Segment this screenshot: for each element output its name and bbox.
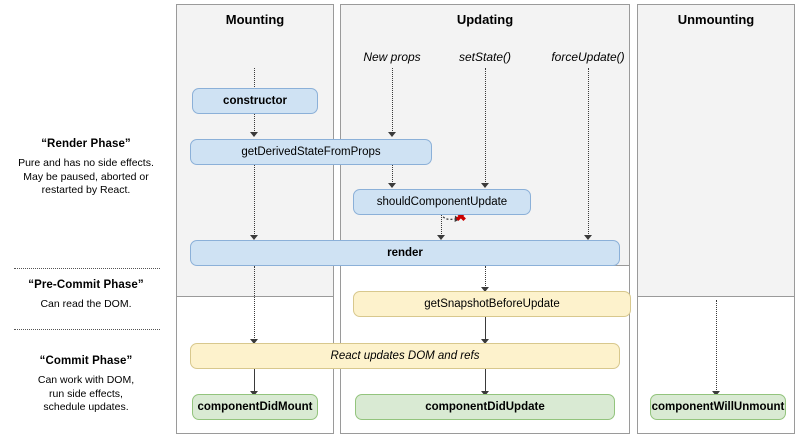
- arrow-render-to-gsbu: [485, 266, 486, 288]
- arrowhead-forceupdate-to-render: [584, 235, 592, 240]
- arrow-setstate-to-scu: [485, 68, 486, 184]
- node-get-snapshot-before-update[interactable]: getSnapshotBeforeUpdate: [353, 291, 631, 317]
- arrow-scu-to-render: [441, 214, 442, 236]
- node-should-component-update[interactable]: shouldComponentUpdate: [353, 189, 531, 215]
- phase-desc-render: Pure and has no side effects. May be pau…: [0, 157, 172, 198]
- phase-divider-2: [14, 329, 160, 330]
- node-component-will-unmount[interactable]: componentWillUnmount: [650, 394, 786, 420]
- arrow-render-to-commit-mounting: [254, 266, 255, 340]
- column-header-mounting: Mounting: [225, 12, 285, 27]
- arrow-gdsfp-to-render: [254, 165, 255, 236]
- phase-desc-precommit: Can read the DOM.: [0, 298, 172, 312]
- phase-desc-commit-line2: run side effects,: [49, 387, 123, 400]
- abort-x-icon: ✖: [455, 208, 467, 224]
- arrowhead-unmount-to-will-unmount: [712, 391, 720, 396]
- column-unmounting-render-region: [637, 4, 795, 297]
- phase-desc-render-line2: May be paused, aborted or: [23, 170, 149, 183]
- arrow-commit-to-did-update: [485, 369, 486, 392]
- arrowhead-commit-to-did-update: [481, 391, 489, 396]
- phase-desc-render-line3: restarted by React.: [41, 184, 131, 196]
- arrow-mount-start-to-constructor: [254, 68, 255, 89]
- column-header-updating: Updating: [456, 12, 514, 27]
- arrowhead-newprops-to-gdsfp: [388, 132, 396, 137]
- node-component-did-update[interactable]: componentDidUpdate: [355, 394, 615, 420]
- column-header-unmounting: Unmounting: [677, 12, 755, 27]
- node-react-updates-dom-and-refs[interactable]: React updates DOM and refs: [190, 343, 620, 369]
- node-component-did-mount[interactable]: componentDidMount: [192, 394, 318, 420]
- arrowhead-gsbu-to-commit: [481, 339, 489, 344]
- arrowhead-setstate-to-scu: [481, 183, 489, 188]
- phase-label-render: “Render Phase” Pure and has no side effe…: [0, 138, 172, 198]
- phase-desc-precommit-line1: Can read the DOM.: [40, 298, 132, 310]
- node-render[interactable]: render: [190, 240, 620, 266]
- trigger-new-props: New props: [363, 50, 421, 64]
- node-get-derived-state-from-props[interactable]: getDerivedStateFromProps: [190, 139, 432, 165]
- node-constructor[interactable]: constructor: [192, 88, 318, 114]
- arrow-constructor-to-gdsfp: [254, 113, 255, 133]
- phase-title-precommit: “Pre-Commit Phase”: [28, 279, 144, 291]
- phase-divider-1: [14, 268, 160, 269]
- arrow-newprops-to-gdsfp: [392, 68, 393, 133]
- arrow-gdsfp-to-scu: [392, 165, 393, 184]
- arrowhead-render-to-commit-mounting: [250, 339, 258, 344]
- arrowhead-render-to-gsbu: [481, 287, 489, 292]
- phase-desc-commit-line3: schedule updates.: [43, 401, 129, 413]
- arrow-unmount-to-will-unmount: [716, 300, 717, 392]
- arrow-gsbu-to-commit: [485, 317, 486, 340]
- phase-label-column: “Render Phase” Pure and has no side effe…: [0, 0, 172, 438]
- arrowhead-gdsfp-to-scu: [388, 183, 396, 188]
- arrow-commit-to-did-mount: [254, 369, 255, 392]
- phase-desc-commit: Can work with DOM, run side effects, sch…: [0, 374, 172, 415]
- trigger-set-state: setState(): [458, 50, 512, 64]
- phase-desc-commit-line1: Can work with DOM,: [37, 374, 135, 386]
- phase-desc-render-line1: Pure and has no side effects.: [18, 157, 154, 169]
- arrowhead-commit-to-did-mount: [250, 391, 258, 396]
- arrow-forceupdate-to-render: [588, 68, 589, 236]
- phase-label-commit: “Commit Phase” Can work with DOM, run si…: [0, 355, 172, 415]
- arrowhead-constructor-to-gdsfp: [250, 132, 258, 137]
- phase-label-precommit: “Pre-Commit Phase” Can read the DOM.: [0, 279, 172, 312]
- phase-title-render: “Render Phase”: [41, 138, 131, 150]
- arrowhead-gdsfp-to-render: [250, 235, 258, 240]
- phase-title-commit: “Commit Phase”: [39, 355, 133, 367]
- arrowhead-scu-to-render: [437, 235, 445, 240]
- trigger-force-update: forceUpdate(): [551, 50, 625, 64]
